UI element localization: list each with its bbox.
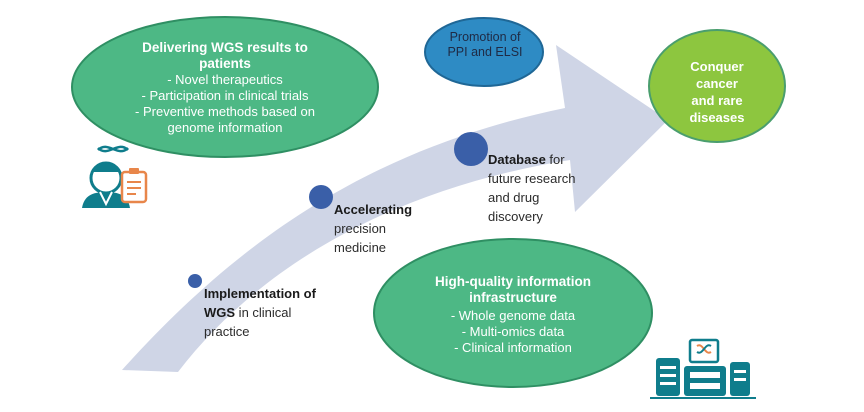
- infrastructure-item: - Clinical information: [454, 340, 572, 355]
- step-accelerating: Accelerating precision medicine: [334, 200, 422, 257]
- sequencer-icon: [650, 338, 756, 399]
- progress-arrow: [122, 45, 668, 372]
- delivering-item: - Novel therapeutics: [167, 72, 283, 87]
- goal-circle: [648, 29, 786, 143]
- infrastructure-item: - Multi-omics data: [461, 324, 565, 339]
- delivering-text: Delivering WGS results to patients - Nov…: [120, 40, 330, 136]
- step-dot-implementation: [188, 274, 202, 288]
- step-implementation: Implementation of WGS in clinical practi…: [204, 284, 316, 341]
- delivering-item: - Preventive methods based on genome inf…: [135, 104, 315, 135]
- step-dot-database: [454, 132, 488, 166]
- patient-with-dna-icon: [82, 145, 148, 208]
- step-implementation-rest: in clinical practice: [204, 305, 292, 339]
- delivering-item: - Participation in clinical trials: [141, 88, 309, 103]
- promotion-text: Promotion of PPI and ELSI: [447, 30, 523, 59]
- delivering-title: Delivering WGS results to patients: [142, 40, 308, 71]
- infrastructure-text: High-quality information infrastructure …: [410, 274, 616, 356]
- step-implementation-bold: Implementation of WGS: [204, 286, 316, 320]
- step-dot-accelerating: [309, 185, 333, 209]
- promotion-ellipse: [424, 17, 544, 87]
- step-database: Database for future research and drug di…: [488, 150, 590, 226]
- step-accelerating-rest: precision medicine: [334, 221, 387, 255]
- step-accelerating-bold: Accelerating: [334, 202, 413, 217]
- infrastructure-ellipse: [373, 238, 653, 388]
- step-database-bold: Database: [488, 152, 546, 167]
- infrastructure-item: - Whole genome data: [450, 308, 576, 323]
- delivering-ellipse: [71, 16, 379, 158]
- step-database-rest: for future research and drug discovery: [488, 152, 576, 224]
- goal-text: Conquer cancer and rare diseases: [689, 59, 745, 125]
- infrastructure-title: High-quality information infrastructure: [435, 274, 591, 305]
